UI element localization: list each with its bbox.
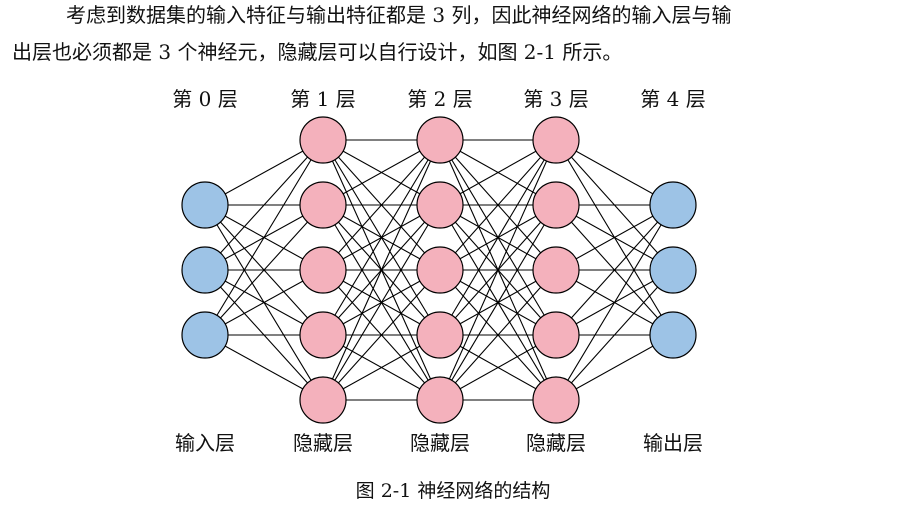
neuron-layer-1-node-4 xyxy=(299,376,347,424)
layer-3-type-label: 隐藏层 xyxy=(526,431,586,455)
layer-4-type-label: 输出层 xyxy=(643,431,703,455)
neuron-layer-3-node-1 xyxy=(532,181,580,229)
edge-l0n2-l1n0 xyxy=(204,139,324,336)
neuron-layer-0-node-1 xyxy=(181,246,229,294)
edge-l2n2-l3n0 xyxy=(439,139,557,271)
edge-l0n2-l1n1 xyxy=(204,204,324,336)
neuron-layer-1-node-3 xyxy=(299,311,347,359)
neuron-layer-0-node-2 xyxy=(181,311,229,359)
edge-l1n4-l2n0 xyxy=(322,139,441,401)
edge-l3n4-l4n1 xyxy=(555,269,674,401)
neuron-nodes xyxy=(181,116,697,424)
layer-3-index-label: 第 3 层 xyxy=(523,87,589,111)
neuron-layer-4-node-1 xyxy=(649,246,697,294)
neuron-layer-0-node-0 xyxy=(181,181,229,229)
edge-l1n4-l2n1 xyxy=(322,204,441,401)
neuron-layer-3-node-4 xyxy=(532,376,580,424)
layer-0-type-label: 输入层 xyxy=(175,431,235,455)
neuron-layer-1-node-0 xyxy=(299,116,347,164)
neuron-layer-2-node-0 xyxy=(416,116,464,164)
neuron-layer-3-node-3 xyxy=(532,311,580,359)
layer-1-index-label: 第 1 层 xyxy=(290,87,356,111)
layer-2-type-label: 隐藏层 xyxy=(410,431,470,455)
edge-l2n4-l3n2 xyxy=(439,269,557,401)
figure-caption: 图 2-1 神经网络的结构 xyxy=(355,480,551,502)
edge-l2n4-l3n1 xyxy=(439,204,557,401)
edge-l3n3-l4n0 xyxy=(555,204,674,336)
edge-l1n4-l2n2 xyxy=(322,269,441,401)
neuron-layer-3-node-0 xyxy=(532,116,580,164)
neuron-layer-4-node-0 xyxy=(649,181,697,229)
layer-4-index-label: 第 4 层 xyxy=(640,87,706,111)
edge-l2n4-l3n0 xyxy=(439,139,557,401)
edge-l2n3-l3n0 xyxy=(439,139,557,336)
neuron-layer-2-node-2 xyxy=(416,246,464,294)
edge-l1n2-l2n0 xyxy=(322,139,441,271)
edge-l3n4-l4n0 xyxy=(555,204,674,401)
layer-1-type-label: 隐藏层 xyxy=(293,431,353,455)
paragraph-line-2: 出层也必须都是 3 个神经元，隐藏层可以自行设计，如图 2-1 所示。 xyxy=(12,40,623,64)
neuron-layer-2-node-4 xyxy=(416,376,464,424)
layer-2-index-label: 第 2 层 xyxy=(407,87,473,111)
layer-0-index-label: 第 0 层 xyxy=(172,87,238,111)
neuron-layer-4-node-2 xyxy=(649,311,697,359)
neuron-layer-1-node-2 xyxy=(299,246,347,294)
neuron-layer-2-node-1 xyxy=(416,181,464,229)
edge-l0n1-l1n0 xyxy=(204,139,324,271)
neuron-layer-3-node-2 xyxy=(532,246,580,294)
neuron-layer-1-node-1 xyxy=(299,181,347,229)
paragraph-line-1: 考虑到数据集的输入特征与输出特征都是 3 列，因此神经网络的输入层与输 xyxy=(66,3,732,27)
neuron-layer-2-node-3 xyxy=(416,311,464,359)
edge-l1n3-l2n0 xyxy=(322,139,441,336)
